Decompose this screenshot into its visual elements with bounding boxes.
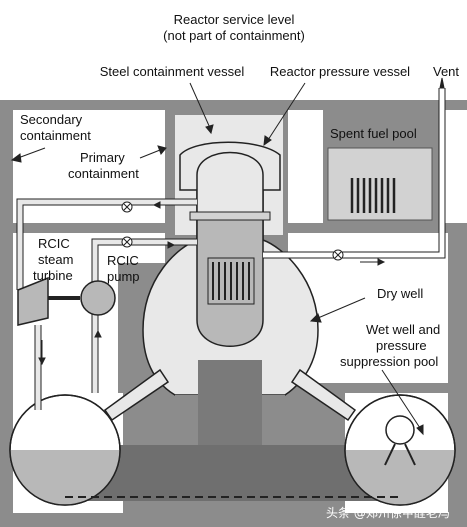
torus-pump bbox=[384, 415, 416, 466]
label-rcic-pump-2: pump bbox=[107, 269, 140, 284]
label-secondary-2: containment bbox=[20, 128, 91, 143]
label-primary-2: containment bbox=[68, 166, 139, 181]
rcic-steam-line bbox=[16, 198, 197, 290]
rcic-injection-line bbox=[91, 238, 197, 393]
wet-well-torus-right bbox=[344, 394, 456, 506]
rcic-steam-turbine bbox=[17, 276, 49, 326]
label-pressure-vessel: Reactor pressure vessel bbox=[270, 64, 410, 79]
label-primary-1: Primary bbox=[80, 150, 125, 165]
watermark: 头条 @郑州徐甲醛老冯 bbox=[326, 505, 450, 520]
labels: Reactor service level (not part of conta… bbox=[20, 12, 459, 369]
valve-injection-line bbox=[121, 236, 133, 248]
label-rcic-pump-1: RCIC bbox=[107, 253, 139, 268]
downcomer-vent-pipes bbox=[103, 368, 357, 422]
spent-fuel-pool bbox=[327, 147, 433, 221]
reactor-pressure-vessel bbox=[189, 151, 271, 347]
label-rcic-turbine-3: turbine bbox=[33, 268, 73, 283]
flow-arrows bbox=[38, 77, 445, 366]
label-rcic-turbine-2: steam bbox=[38, 252, 73, 267]
label-secondary-1: Secondary bbox=[20, 112, 83, 127]
label-service-level-1: Reactor service level bbox=[174, 12, 295, 27]
label-service-level-2: (not part of containment) bbox=[163, 28, 305, 43]
spent-fuel-rods bbox=[350, 178, 396, 213]
label-vent: Vent bbox=[433, 64, 459, 79]
vent-line bbox=[263, 88, 446, 259]
label-wet-well-2: pressure bbox=[376, 338, 427, 353]
label-steel-vessel: Steel containment vessel bbox=[100, 64, 245, 79]
label-wet-well-3: suppression pool bbox=[340, 354, 438, 369]
label-dry-well: Dry well bbox=[377, 286, 423, 301]
reactor-pedestal bbox=[198, 360, 262, 458]
wet-well-torus-left bbox=[9, 394, 121, 506]
label-leaders bbox=[10, 82, 424, 436]
valve-steam-line bbox=[121, 201, 133, 213]
label-wet-well-1: Wet well and bbox=[366, 322, 440, 337]
reactor-core-fuel bbox=[212, 262, 250, 300]
label-spent-fuel: Spent fuel pool bbox=[330, 126, 417, 141]
rcic-pump bbox=[80, 280, 116, 316]
valve-vent-line bbox=[332, 249, 344, 261]
label-rcic-turbine-1: RCIC bbox=[38, 236, 70, 251]
